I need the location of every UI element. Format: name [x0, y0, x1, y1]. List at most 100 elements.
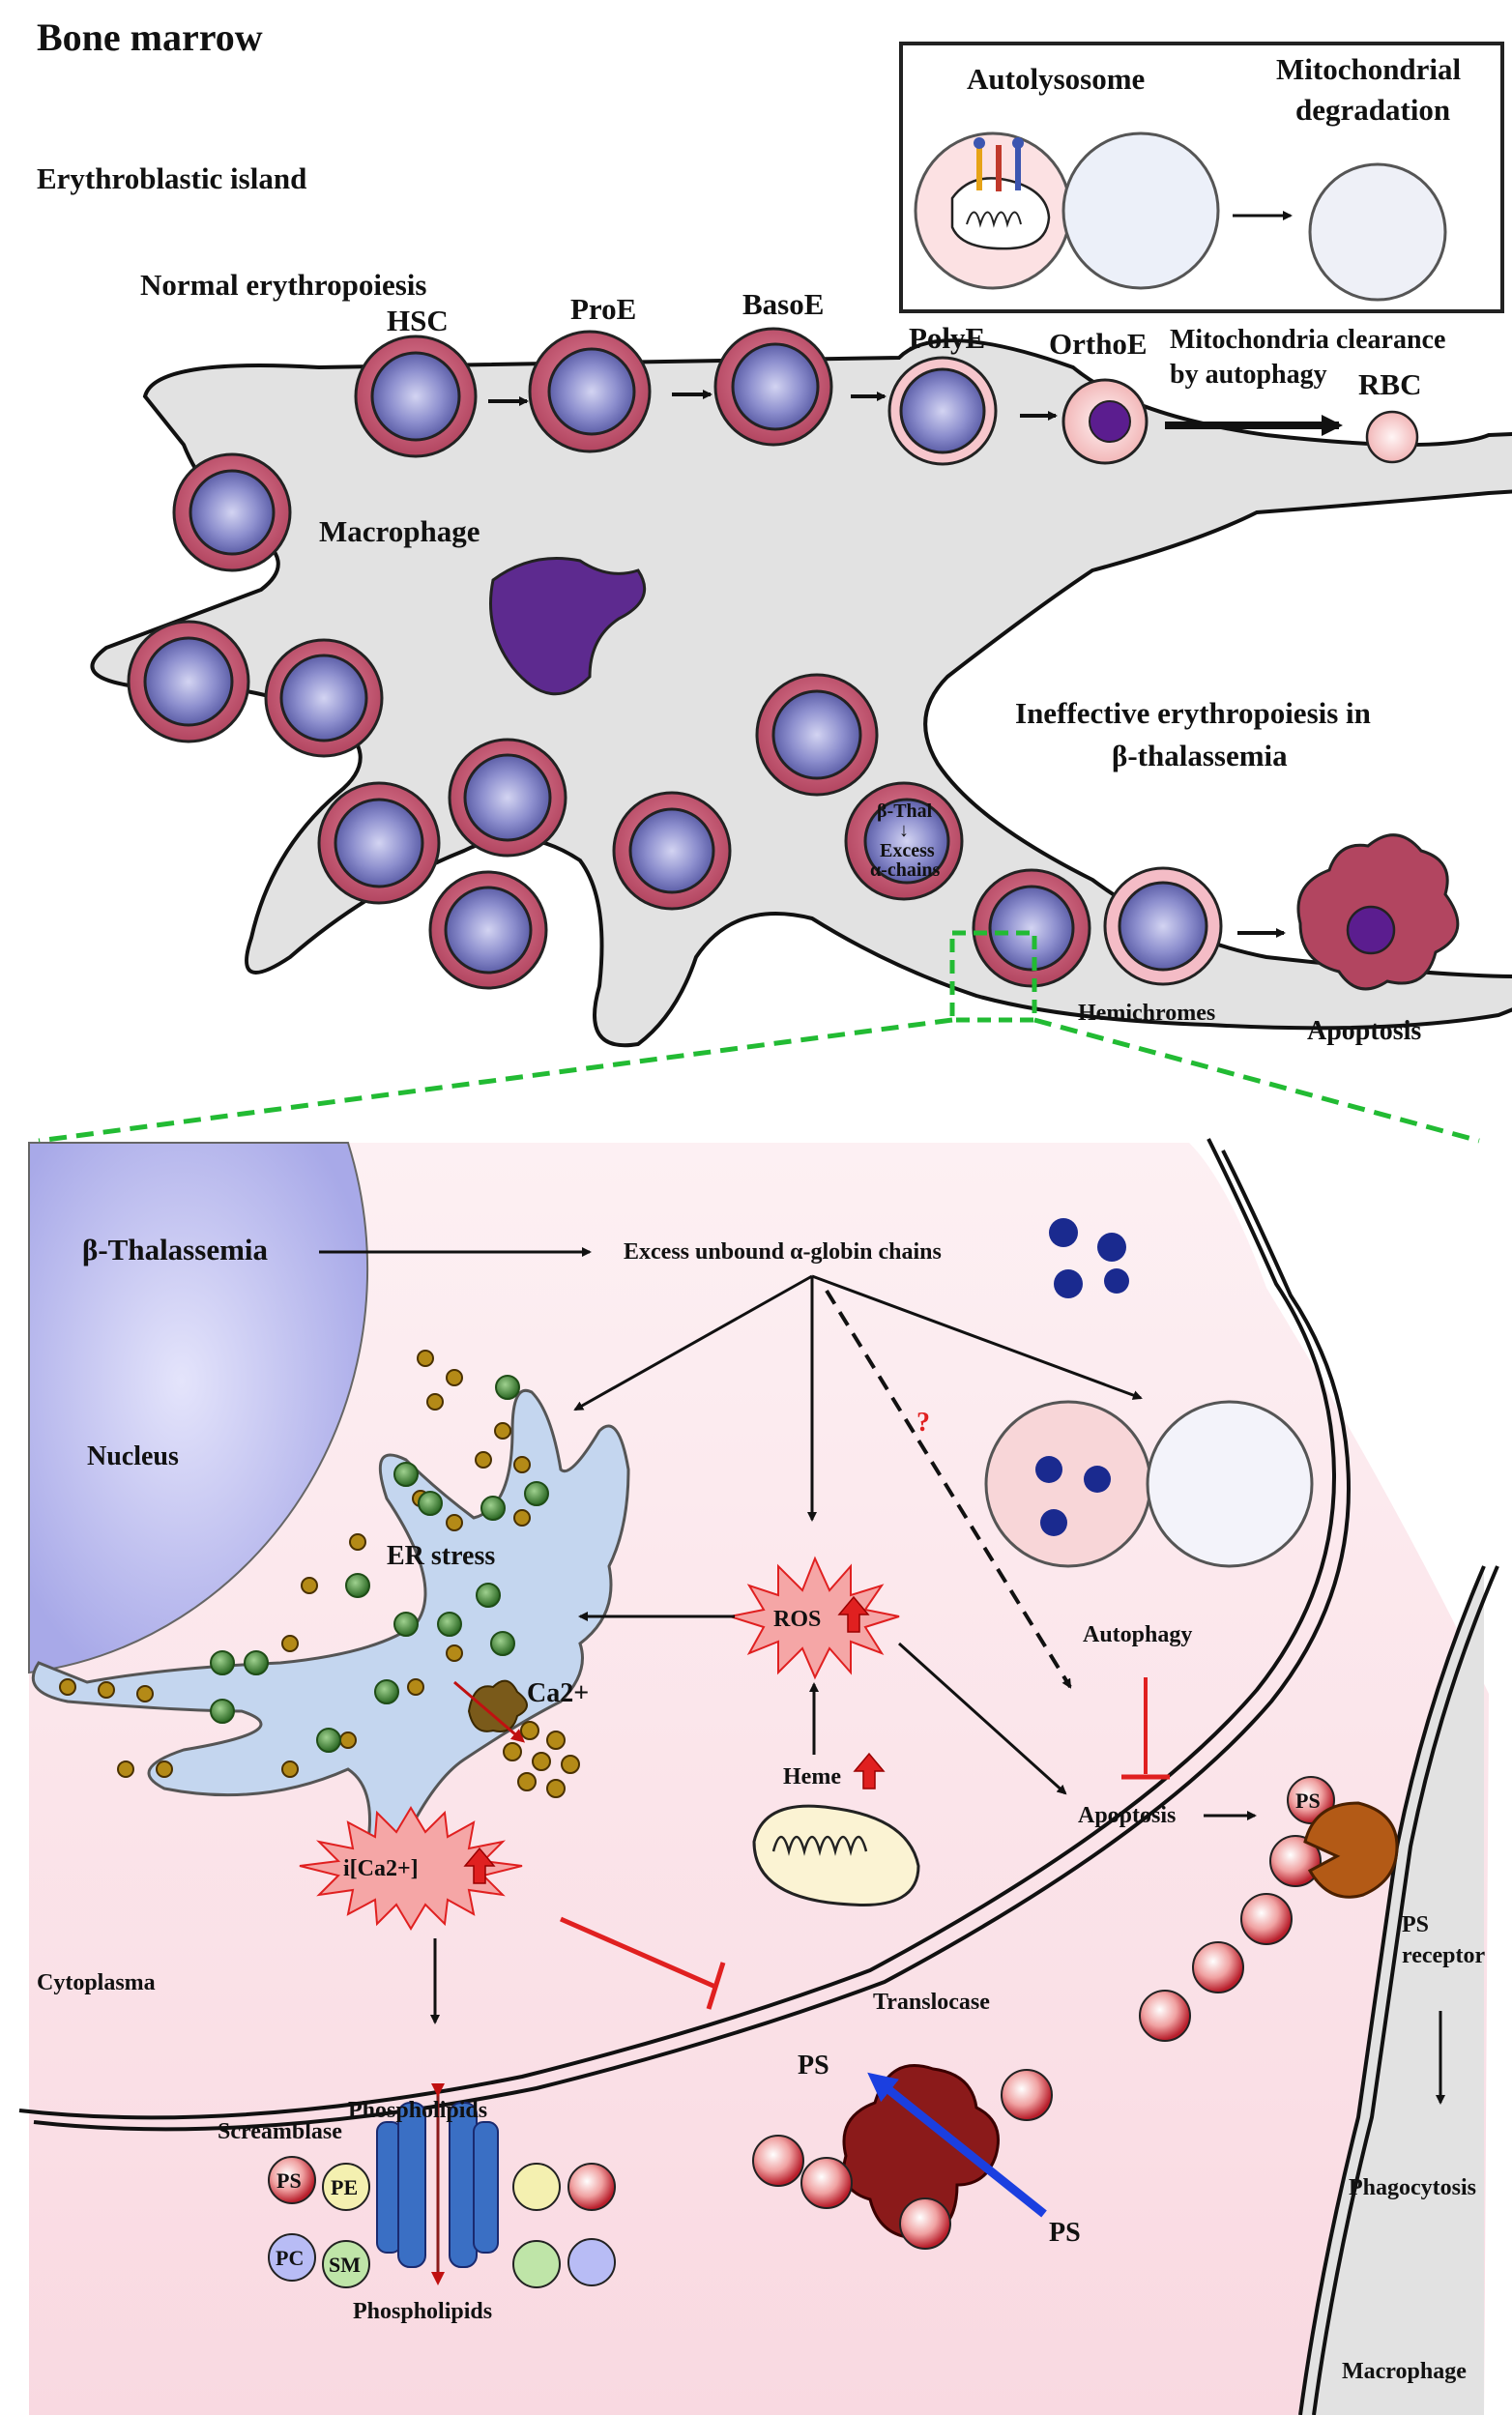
arrow-chains-apoptosis-dashed: [825, 1289, 1072, 1689]
label-basoe: BasoE: [742, 287, 824, 321]
macrophage-membrane-inner: [1312, 1565, 1499, 2415]
cell-hsc: [354, 335, 478, 458]
ps-flip-arrow: [867, 2072, 1047, 2218]
alpha-chain-clusters: [1049, 1218, 1129, 1298]
cell-orthoe: [1061, 378, 1149, 465]
label-ineffective-1: Ineffective erythropoiesis in: [1015, 696, 1371, 730]
label-erythroblastic-island: Erythroblastic island: [37, 161, 306, 195]
label-proe: ProE: [570, 292, 636, 326]
label-ca: Ca2+: [527, 1678, 589, 1708]
autophagy-vesicle-right: [1146, 1400, 1314, 1568]
label-mito-clearance-1: Mitochondria clearance: [1170, 325, 1445, 355]
label-scramblase: Screamblase: [218, 2119, 342, 2144]
title-bone-marrow: Bone marrow: [37, 15, 263, 59]
label-phagocytosis: Phagocytosis: [1349, 2175, 1476, 2200]
autolysosome-inset: Autolysosome Mitochondrial degradation: [899, 42, 1504, 313]
ca-channel: [467, 1679, 528, 1732]
ps-receptor: [1303, 1801, 1399, 1899]
cell-polye: [887, 356, 998, 466]
cell-left-4: [448, 738, 567, 858]
mitochondrion-icon: [950, 177, 1051, 250]
label-nucleus: Nucleus: [87, 1441, 179, 1471]
label-cell-thal-4: α-chains: [870, 859, 941, 881]
mitochondrion-bottom: [752, 1804, 920, 1906]
label-question: ?: [916, 1408, 930, 1438]
label-ros: ROS: [773, 1607, 821, 1632]
label-mito-clearance-2: by autophagy: [1170, 360, 1327, 390]
arrow-chains-er: [573, 1274, 813, 1411]
cell-apoptotic: [1296, 833, 1460, 991]
cell-hemichrome-1: [972, 868, 1091, 988]
label-cell-thal-3: Excess: [880, 840, 935, 861]
cell-right-1: [755, 673, 879, 797]
ros-up-arrow: [837, 1595, 870, 1633]
label-excess-chains: Excess unbound α-globin chains: [624, 1239, 942, 1265]
label-apoptosis-top: Apoptosis: [1307, 1016, 1421, 1046]
cell-left-1: [172, 452, 292, 572]
ca-ions: [503, 1721, 580, 1798]
label-ineffective-2: β-thalassemia: [1112, 739, 1288, 772]
ica-up-arrow: [463, 1847, 496, 1884]
zoom-guide-right: [1033, 1017, 1480, 1144]
autophagy-chains: [1035, 1456, 1111, 1536]
label-phospholipids-bottom: Phospholipids: [353, 2299, 492, 2324]
label-apoptosis-bottom: Apoptosis: [1078, 1803, 1176, 1828]
autophagy-vesicle-left: [984, 1400, 1152, 1568]
lipid-pc-label: PC: [276, 2246, 304, 2270]
inset-vesicle-degraded: [1308, 162, 1447, 302]
label-hsc: HSC: [387, 304, 449, 337]
zoom-guide-left: [38, 1017, 953, 1144]
lipid-blue: [567, 2238, 616, 2286]
label-ps-exposed: PS: [1295, 1789, 1321, 1813]
lipid-pe: PE: [322, 2163, 370, 2211]
lipid-pc: PC: [268, 2233, 316, 2282]
ros-burst: [729, 1556, 900, 1680]
lipid-green: [512, 2240, 561, 2288]
label-ps-top: PS: [798, 2051, 829, 2080]
label-hemichromes: Hemichromes: [1078, 1001, 1215, 1026]
label-cell-thal-1: β-Thal: [877, 800, 933, 822]
label-macrophage: Macrophage: [319, 514, 480, 548]
label-rbc: RBC: [1358, 367, 1421, 401]
label-beta-thalassemia: β-Thalassemia: [82, 1233, 269, 1266]
arrow-chains-autophagy: [811, 1274, 1143, 1400]
lipid-red: [567, 2163, 616, 2211]
label-ps-receptor-2: receptor: [1402, 1943, 1486, 1968]
label-er-stress: ER stress: [387, 1541, 495, 1571]
cell-center: [612, 791, 732, 911]
ps-membrane-balls: [752, 1835, 1322, 2250]
macrophage-nucleus: [489, 557, 647, 696]
cell-left-5: [317, 781, 441, 905]
lipid-ps-label: PS: [276, 2168, 302, 2193]
inhibit-ica-translocase: [559, 1916, 717, 1990]
label-polye: PolyE: [909, 321, 985, 355]
label-orthoe: OrthoE: [1049, 327, 1148, 361]
label-ps-bottom: PS: [1049, 2218, 1081, 2248]
label-autophagy: Autophagy: [1083, 1622, 1192, 1647]
lipid-sm: SM: [322, 2240, 370, 2288]
lipid-sm-label: SM: [329, 2253, 361, 2277]
globin-aggregates: [210, 1375, 549, 1753]
cell-basoe: [713, 327, 833, 447]
label-ps-receptor-1: PS: [1402, 1912, 1429, 1937]
macrophage-region: [1300, 1566, 1484, 2415]
label-heme: Heme: [783, 1764, 841, 1789]
label-phospholipids-top: Phospholipids: [348, 2098, 487, 2123]
ca-release-arrow: [453, 1680, 526, 1743]
lipid-yellow: [512, 2163, 561, 2211]
lipid-ps: PS: [268, 2156, 316, 2204]
macrophage-membrane: [1298, 1565, 1486, 2415]
er-membrane: [31, 1388, 630, 1856]
cell-left-2: [127, 620, 250, 743]
label-cell-thal-2: ↓: [899, 820, 909, 841]
cell-beta-thal: [844, 781, 964, 901]
inhibit-ica-bar: [706, 1962, 726, 2010]
ribosome-dots: [59, 1350, 531, 1778]
inset-vesicle-right: [1061, 131, 1220, 290]
label-macrophage-bottom: Macrophage: [1342, 2359, 1467, 2384]
label-mito-degradation-2: degradation: [1295, 93, 1450, 127]
cell-proe: [528, 330, 652, 453]
label-autolysosome: Autolysosome: [967, 62, 1145, 96]
label-cytoplasma: Cytoplasma: [37, 1970, 156, 1995]
